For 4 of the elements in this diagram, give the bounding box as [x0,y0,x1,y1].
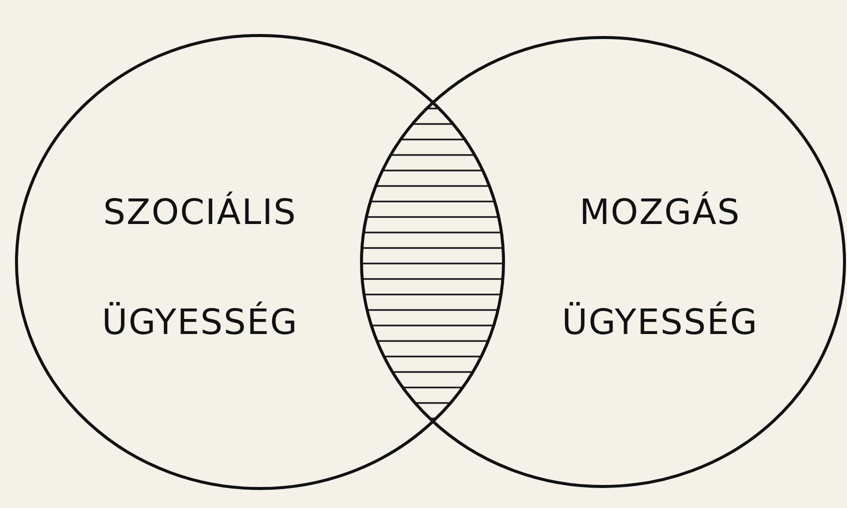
set-label: MOZGÁS ÜGYESSÉG [560,190,760,345]
set-label: SZOCIÁLIS ÜGYESSÉG [100,190,300,345]
set-circle [360,36,846,488]
set-circle [15,34,505,490]
